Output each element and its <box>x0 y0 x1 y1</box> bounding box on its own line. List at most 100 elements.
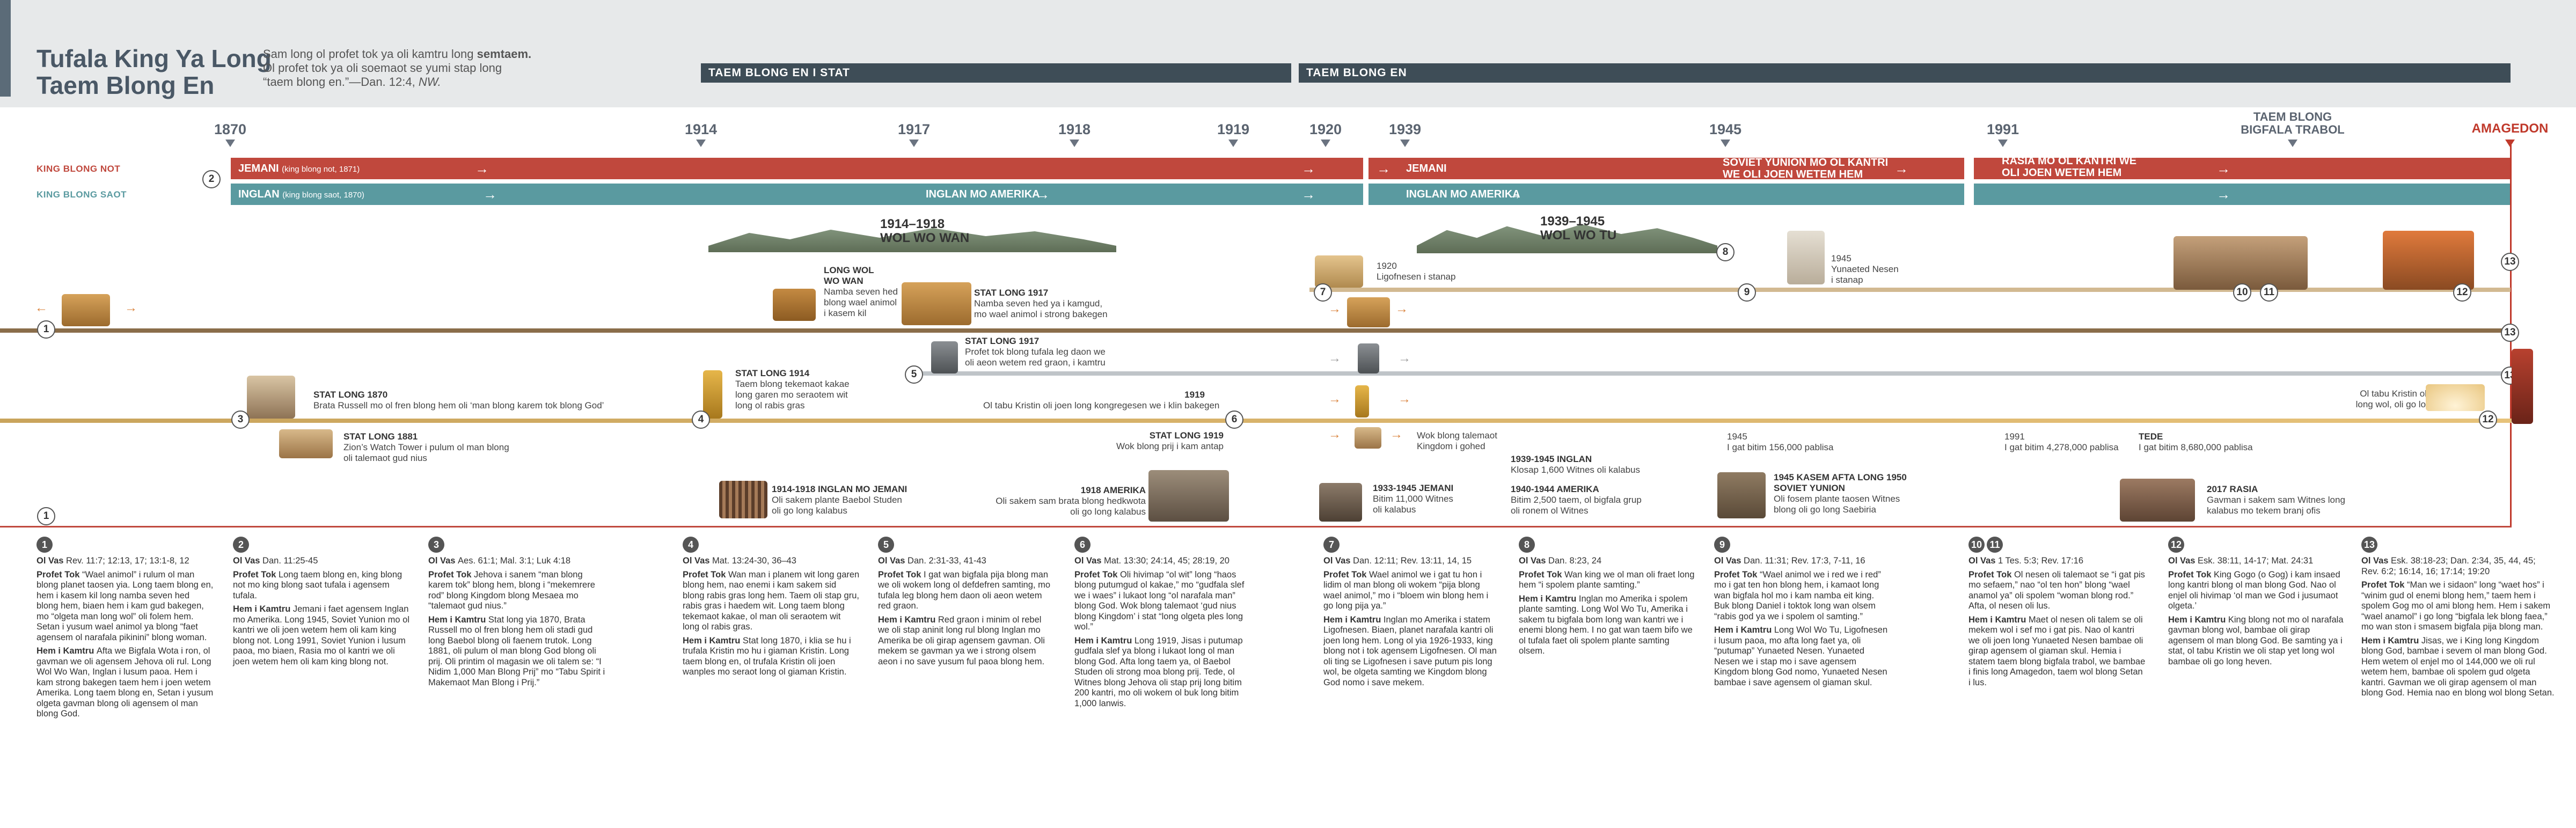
column-profet: Profet Tok Jehova i sanem “man blong kar… <box>428 570 605 612</box>
column-number-badge: 7 <box>1323 537 1340 553</box>
arrow-right-icon: → <box>2216 186 2230 202</box>
arrow-right-icon: → <box>1398 392 1411 406</box>
column-kamtru: Hem i Kamtru Inglan mo Amerika i statem … <box>1323 615 1501 688</box>
column-profet: Profet Tok “Wael animol” i rulum ol man … <box>36 570 214 643</box>
train-wagon-illustration <box>1717 472 1766 518</box>
column-profet-label: Profet Tok <box>878 569 924 580</box>
league-building-illustration <box>1315 255 1363 288</box>
column-number-badge: 5 <box>878 537 894 553</box>
event-stat-long-1870: STAT LONG 1870 Brata Russell mo ol fren … <box>313 390 604 411</box>
event-1933-jemani: 1933-1945 JEMANI Bitim 11,000 Witnes oli… <box>1373 483 1454 515</box>
ww1-label: 1914–1918 WOL WO WAN <box>880 217 970 245</box>
column-profet-label: Profet Tok <box>233 569 279 580</box>
tick-1914 <box>696 140 706 147</box>
tick-1920 <box>1321 140 1330 147</box>
event-tede-pablisa: TEDE I gat bitim 8,680,000 pablisa <box>2139 431 2253 452</box>
arrow-right-icon: → <box>1508 186 1522 202</box>
column-kamtru-text: Maet ol nesen oli talem se oli mekem wol… <box>1968 614 2146 687</box>
arrow-right-icon: → <box>1328 427 1341 442</box>
column-olvas-text: Dan. 11:31; Rev. 17:3, 7-11, 16 <box>1744 556 1865 566</box>
russell-portrait-illustration <box>247 376 295 419</box>
column-profet: Profet Tok Wael animol we i gat tu hon i… <box>1323 570 1501 612</box>
column-profet-text: Oli hivimap “ol wit” long “haos blong pu… <box>1074 569 1245 632</box>
column-profet-text: Wan king we ol man oli fraet long hem “i… <box>1519 569 1695 590</box>
column-kamtru-label: Hem i Kamtru <box>1968 614 2029 625</box>
event-stat-long-1919: STAT LONG 1919 Wok blong prij i kam anta… <box>1116 430 1224 451</box>
arrow-right-icon: → <box>1377 160 1391 177</box>
event-1945-yunaeted-nesen: 1945 Yunaeted Nesen i stanap <box>1831 253 1899 285</box>
arrow-right-icon: → <box>1301 186 1315 202</box>
column-profet: Profet Tok I gat wan bigfala pija blong … <box>878 570 1055 612</box>
column-olvas-text: Dan. 11:25-45 <box>262 556 318 566</box>
column-kamtru: Hem i Kamtru Red graon i minim ol rebel … <box>878 615 1055 668</box>
arrow-right-icon: → <box>1328 351 1341 365</box>
king-blong-not-label: KING BLONG NOT <box>36 164 121 174</box>
column-olvas: Ol Vas Esk. 38:18-23; Dan. 2:34, 35, 44,… <box>2361 556 2555 577</box>
event-1920-ligofnesen: 1920 Ligofnesen i stanap <box>1377 261 1456 282</box>
event-stat-long-1881: STAT LONG 1881 Zion’s Watch Tower i pulu… <box>343 431 509 463</box>
marker-6: 6 <box>1225 411 1243 429</box>
marker-9: 9 <box>1738 283 1756 302</box>
column-kamtru-label: Hem i Kamtru <box>878 614 938 625</box>
tick-1870 <box>225 140 235 147</box>
column-kamtru: Hem i Kamtru Stat long yia 1870, Brata R… <box>428 615 605 688</box>
column-profet-text: “Wael animol” i rulum ol man blong plane… <box>36 569 214 642</box>
column-kamtru: Hem i Kamtru Stat long 1870, i klia se h… <box>683 636 860 678</box>
intro-text: Sam long ol profet tok ya oli kamtru lon… <box>263 47 532 89</box>
column-profet-label: Profet Tok <box>2361 580 2407 590</box>
column-profet: Profet Tok Long taem blong en, king blon… <box>233 570 410 602</box>
event-1991-pablisa: 1991 I gat bitim 4,278,000 pablisa <box>2004 431 2119 452</box>
column-number: 13 <box>2361 537 2555 556</box>
column-olvas: Ol Vas Rev. 11:7; 12:13, 17; 13:1-8, 12 <box>36 556 214 567</box>
king-blong-not-band: JEMANI (king blong not, 1871) <box>231 158 2511 179</box>
year-1991: 1991 <box>1986 121 2019 137</box>
tick-1991 <box>1998 140 2008 147</box>
crowd-church-illustration <box>2174 236 2308 290</box>
heaven-clouds-illustration <box>2426 384 2485 411</box>
column-number-badge: 9 <box>1714 537 1730 553</box>
arrow-right-icon: → <box>1328 392 1341 406</box>
king-blong-saot-label: KING BLONG SAOT <box>36 189 127 200</box>
band-gap-1920 <box>1363 151 1368 208</box>
arrow-right-icon: → <box>475 160 489 177</box>
wheat-sheaf-illustration <box>1355 385 1369 417</box>
iron-clay-feet-illustration <box>1358 343 1379 373</box>
column-kamtru-text: Jisas, we i King long Kingdom blong God,… <box>2361 635 2555 698</box>
tick-bigfala-trabol <box>2288 140 2297 147</box>
column-number-badge: 4 <box>683 537 699 553</box>
column-olvas-label: Ol Vas <box>428 556 458 566</box>
tick-1918 <box>1070 140 1079 147</box>
title-accent-bar <box>0 0 11 97</box>
column-kamtru: Hem i Kamtru Maet ol nesen oli talem se … <box>1968 615 2146 688</box>
arrow-right-icon: → <box>1395 302 1408 316</box>
year-1920: 1920 <box>1309 121 1342 137</box>
arrow-right-icon: → <box>2216 160 2230 177</box>
column-kamtru: Hem i Kamtru Long Wol Wo Tu, Ligofnesen … <box>1714 625 1891 688</box>
column-profet: Profet Tok Ol nesen oli talemaot se “i g… <box>1968 570 2146 612</box>
column-olvas-text: Esk. 38:18-23; Dan. 2:34, 35, 44, 45; Re… <box>2361 556 2536 576</box>
column-profet-text: “Wael animol we i red we i red” mo i gat… <box>1714 569 1881 621</box>
event-stat-long-1914: STAT LONG 1914 Taem blong tekemaot kakae… <box>735 368 850 411</box>
tick-amagedon <box>2505 140 2515 147</box>
iron-clay-feet-illustration <box>931 341 958 373</box>
event-2017-rasia: 2017 RASIA Gavman i sakem sam Witnes lon… <box>2207 484 2345 516</box>
column-number-badge: 3 <box>428 537 444 553</box>
strand-tabu-kristin <box>0 419 2512 423</box>
tick-1917 <box>909 140 919 147</box>
column-olvas-text: Esk. 38:11, 14-17; Mat. 24:31 <box>2198 556 2314 566</box>
column-kamtru-text: Afta we Bigfala Wota i ron, ol gavman we… <box>36 646 214 719</box>
event-wok-blong-talemaot: Wok blong talemaot Kingdom i gohed <box>1417 430 1497 451</box>
year-1870: 1870 <box>214 121 247 137</box>
column-number: 9 <box>1714 537 1891 556</box>
wheat-sheaf-illustration <box>703 370 722 419</box>
healed-beast-illustration <box>902 282 971 325</box>
column-olvas: Ol Vas Aes. 61:1; Mal. 3:1; Luk 4:18 <box>428 556 605 567</box>
column-kamtru: Hem i Kamtru Jemani i faet agensem Ingla… <box>233 604 410 667</box>
label-jemani: JEMANI <box>1406 163 1447 174</box>
